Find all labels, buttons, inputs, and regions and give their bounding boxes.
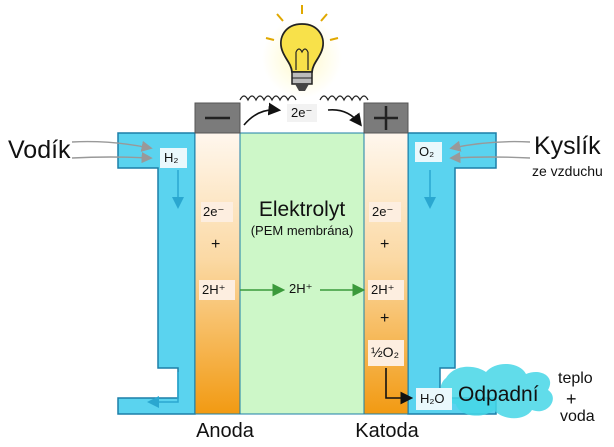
label-h2: H₂ bbox=[164, 150, 179, 165]
oxygen-inflow-arrow-2 bbox=[449, 151, 531, 164]
label-plus-sign: + bbox=[566, 389, 577, 409]
label-cathode: Katoda bbox=[355, 420, 419, 442]
label-o2: O₂ bbox=[419, 144, 435, 159]
label-anode-plus: + bbox=[211, 236, 221, 253]
label-cathode-plus-2: + bbox=[380, 310, 390, 327]
cathode-electrode bbox=[363, 132, 409, 415]
label-anode-electrons: 2e⁻ bbox=[203, 204, 225, 219]
cathode-electron-box bbox=[369, 202, 401, 222]
hydrogen-inflow-arrow-2 bbox=[71, 151, 153, 164]
waste-cloud bbox=[440, 363, 553, 419]
label-water: voda bbox=[560, 408, 595, 425]
label-cathode-plus-1: + bbox=[380, 236, 390, 253]
label-cathode-electrons: 2e⁻ bbox=[372, 204, 394, 219]
h2-box bbox=[160, 148, 187, 168]
label-oxygen-source: ze vzduchu bbox=[532, 163, 603, 179]
anode-flow-arrow-out bbox=[147, 372, 179, 408]
label-anode-proton: 2H⁺ bbox=[202, 282, 226, 297]
label-cathode-proton: 2H⁺ bbox=[371, 282, 395, 297]
o2-box bbox=[415, 142, 442, 162]
label-water-box: H₂O bbox=[420, 391, 445, 406]
label-oxygen: Kyslík bbox=[534, 132, 601, 160]
cathode-oxygen-box bbox=[368, 340, 404, 366]
electrolyte-membrane bbox=[239, 132, 365, 415]
water-output-arrow bbox=[385, 368, 414, 405]
label-circuit-electrons: 2e⁻ bbox=[291, 105, 313, 120]
electron-flow-arrow-left bbox=[243, 102, 282, 126]
cathode-proton-box bbox=[368, 280, 404, 300]
anode-electron-box bbox=[201, 202, 233, 222]
label-waste: Odpadní bbox=[458, 383, 539, 406]
electron-flow-arrow-right bbox=[327, 108, 362, 127]
label-middle-proton: 2H⁺ bbox=[289, 281, 313, 296]
lightbulb-icon bbox=[265, 5, 339, 91]
hydrogen-inflow-arrow-1 bbox=[71, 140, 153, 152]
oxygen-inflow-arrow-1 bbox=[449, 140, 531, 152]
label-electrolyte: Elektrolyt bbox=[258, 198, 346, 221]
label-electrolyte-sub: (PEM membrána) bbox=[250, 223, 354, 238]
label-cathode-oxygen: ½O₂ bbox=[371, 344, 399, 360]
anode-gas-channel bbox=[117, 132, 196, 415]
circuit-wire-coil bbox=[239, 95, 369, 102]
label-anode: Anoda bbox=[196, 420, 254, 442]
anode-proton-box bbox=[199, 280, 235, 300]
label-hydrogen: Vodík bbox=[8, 136, 71, 164]
circuit-electron-box bbox=[287, 104, 317, 122]
label-heat: teplo bbox=[558, 370, 593, 387]
anode-electrode bbox=[194, 132, 241, 415]
water-box bbox=[416, 388, 452, 410]
